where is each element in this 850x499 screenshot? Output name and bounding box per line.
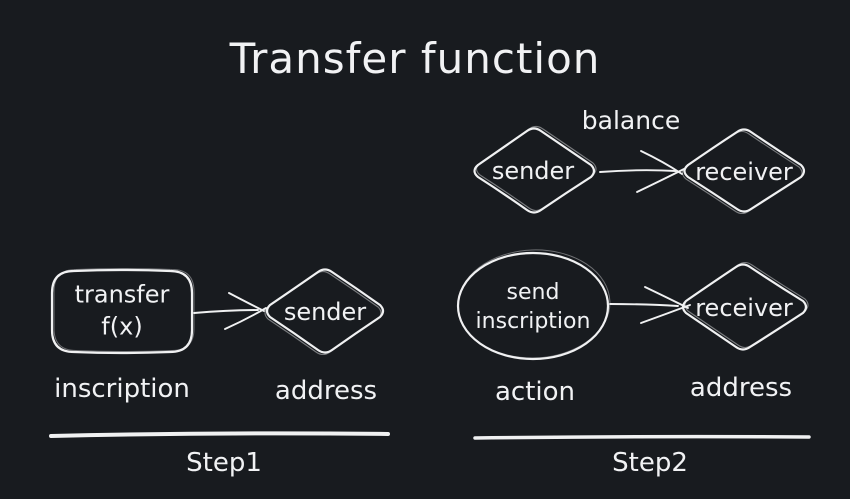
ellipse-line1: send <box>506 279 560 305</box>
address-caption-step1: address <box>274 376 378 406</box>
step1-underline <box>49 431 390 438</box>
ellipse-line2: inscription <box>475 309 591 334</box>
send-inscription-ellipse-shape <box>456 251 610 361</box>
send-inscription-ellipse-label: send inscription <box>476 278 591 336</box>
page-title: Transfer function <box>229 34 601 83</box>
sender-diamond-shape <box>473 127 596 214</box>
action-caption: action <box>494 377 576 407</box>
transfer-box-label: transfer f(x) <box>75 279 170 342</box>
step2-label: Step2 <box>612 448 688 478</box>
step2-underline <box>473 434 811 440</box>
receiver-diamond-label: receiver <box>695 158 793 186</box>
receiver-diamond-label: receiver <box>695 294 793 322</box>
transfer-arrow <box>193 292 267 330</box>
receiver-diamond-shape <box>681 263 808 351</box>
balance-arrow <box>599 150 685 193</box>
sender-diamond-label: sender <box>283 298 367 326</box>
step1-label: Step1 <box>186 448 262 478</box>
inscription-caption: inscription <box>54 374 190 404</box>
address-caption-step2: address <box>689 373 793 403</box>
transfer-box-line1: transfer <box>74 280 170 309</box>
send-arrow <box>609 286 691 324</box>
balance-arrow-label: balance <box>581 106 681 135</box>
transfer-box-line2: f(x) <box>101 312 143 340</box>
sender-diamond-label: sender <box>491 157 575 185</box>
transfer-box-shape <box>50 268 194 355</box>
